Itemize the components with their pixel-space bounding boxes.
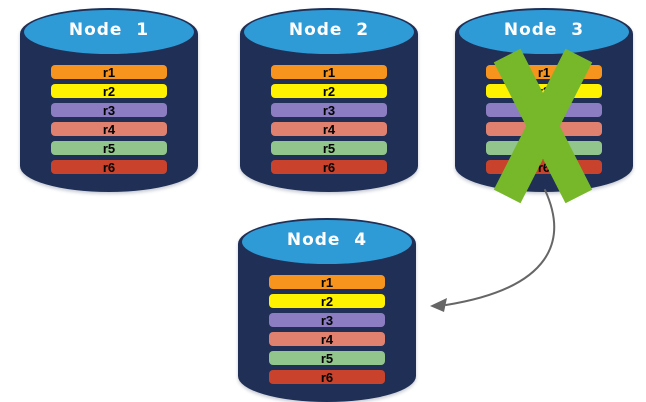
node-3-title: Node 3 — [503, 20, 585, 40]
node-2-replica-rows: r1 r2 r3 r4 r5 r6 — [271, 65, 387, 179]
node-4-title: Node 4 — [286, 230, 368, 250]
node-1-replica-rows: r1 r2 r3 r4 r5 r6 — [51, 65, 167, 179]
node-3-cylinder-top — [459, 10, 629, 54]
replica-row-r5: r5 — [51, 141, 167, 156]
migration-arrowhead — [430, 298, 447, 312]
node-2-title: Node 2 — [288, 20, 370, 40]
replica-row-r1: r1 — [271, 65, 387, 80]
node-4-replica-rows: r1 r2 r3 r4 r5 r6 — [269, 275, 385, 389]
replica-row-r1: r1 — [51, 65, 167, 80]
node-2: Node 2 r1 r2 r3 r4 r5 r6 — [240, 8, 418, 192]
replica-row-r1: r1 — [269, 275, 385, 290]
replica-row-r6: r6 — [271, 160, 387, 175]
node-4: Node 4 r1 r2 r3 r4 r5 r6 — [238, 218, 416, 402]
failure-x-icon — [493, 48, 593, 204]
node-3: Node 3 r1 r2 r3 r4 r5 r6 — [455, 8, 633, 204]
replica-row-r3: r3 — [51, 103, 167, 118]
replica-row-r4: r4 — [51, 122, 167, 137]
replica-row-r6: r6 — [269, 370, 385, 385]
node-1-title: Node 1 — [68, 20, 150, 40]
replica-row-r2: r2 — [271, 84, 387, 99]
replica-row-r5: r5 — [269, 351, 385, 366]
migration-arrow-line — [445, 189, 556, 306]
replica-row-r4: r4 — [269, 332, 385, 347]
replica-row-r4: r4 — [271, 122, 387, 137]
node-1: Node 1 r1 r2 r3 r4 r5 r6 — [20, 8, 198, 192]
node-2-cylinder-top — [244, 10, 414, 54]
replica-row-r2: r2 — [51, 84, 167, 99]
node-1-cylinder-top — [24, 10, 194, 54]
replica-row-r3: r3 — [269, 313, 385, 328]
replica-row-r6: r6 — [51, 160, 167, 175]
replica-row-r2: r2 — [269, 294, 385, 309]
replica-row-r3: r3 — [271, 103, 387, 118]
replica-row-r5: r5 — [271, 141, 387, 156]
node-4-cylinder-top — [242, 220, 412, 264]
